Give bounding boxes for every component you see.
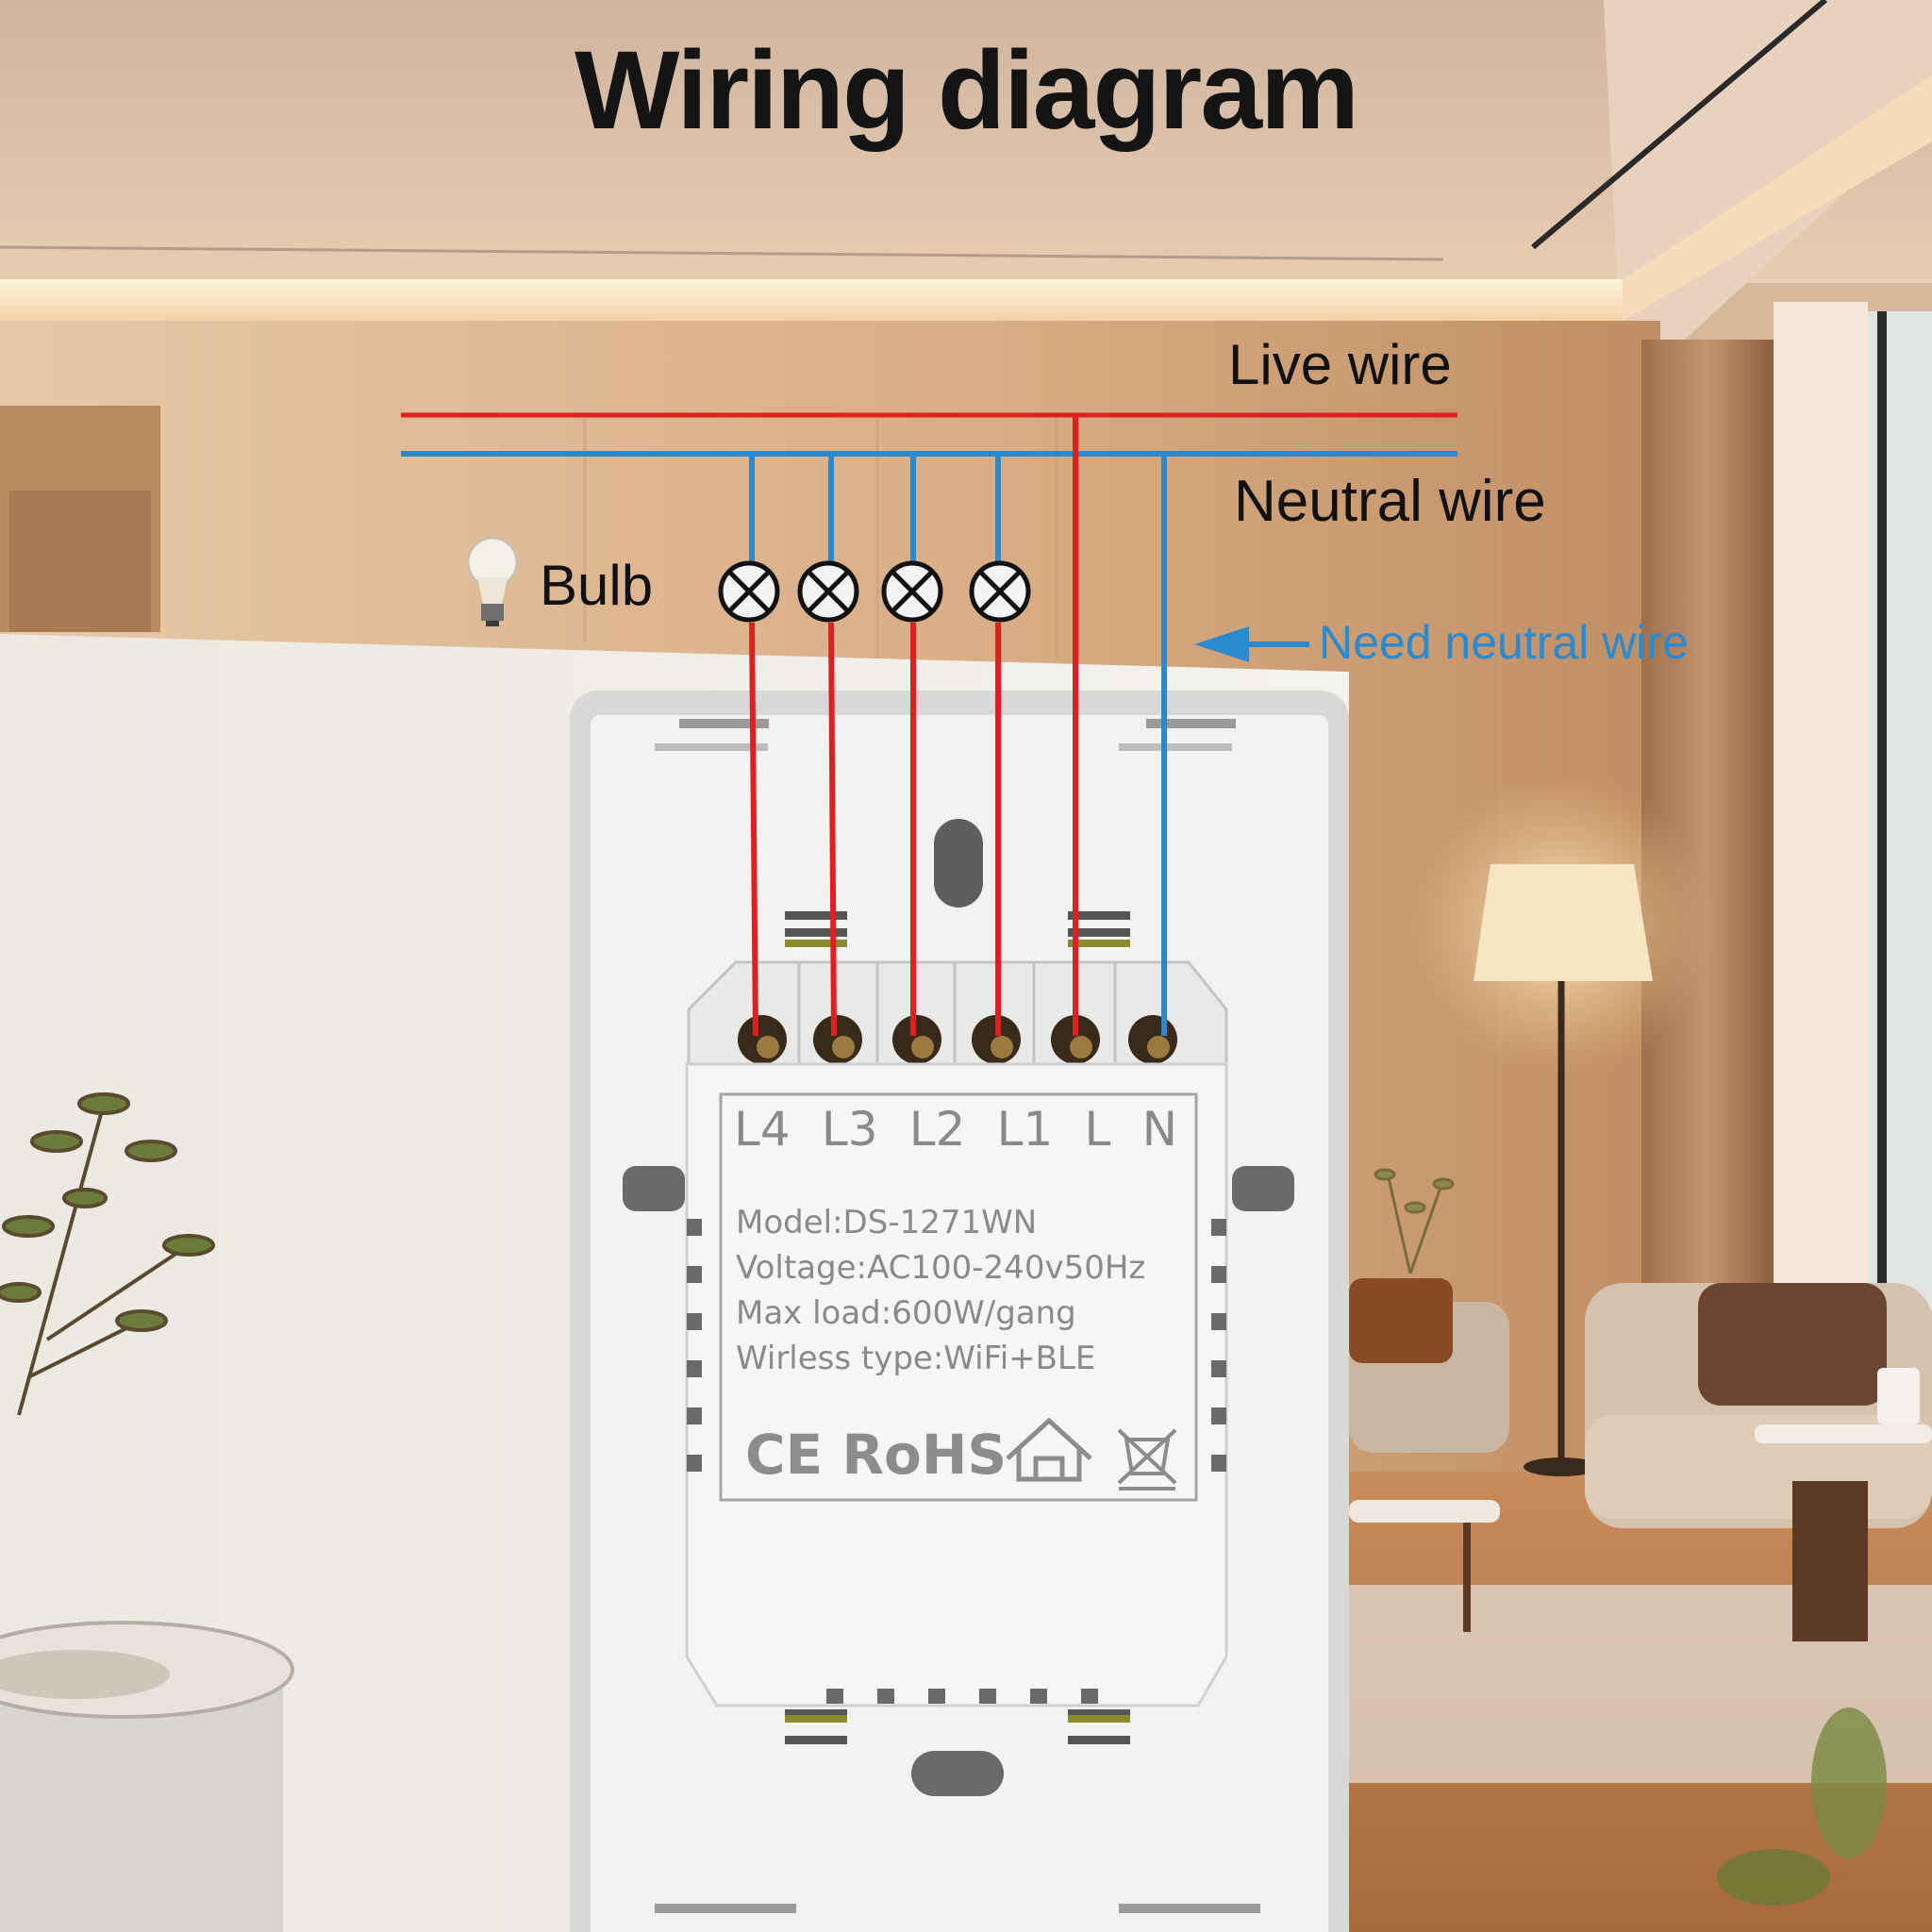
lamp-symbol bbox=[797, 560, 859, 623]
wire-l4 bbox=[749, 622, 758, 1037]
terminal-label: L bbox=[1084, 1102, 1111, 1157]
voltage-spec: Voltage:AC100-240v50Hz bbox=[736, 1249, 1146, 1287]
wireless-spec: Wirless type:WiFi+BLE bbox=[736, 1340, 1096, 1377]
terminal-label: L4 bbox=[734, 1102, 791, 1157]
bulb-icon bbox=[466, 536, 519, 626]
terminal-label: L2 bbox=[908, 1102, 966, 1157]
certification-marks: CE RoHS bbox=[745, 1423, 1008, 1487]
max-load-spec: Max load:600W/gang bbox=[736, 1294, 1076, 1332]
weee-bin-icon bbox=[1117, 1428, 1177, 1491]
terminal-label: N bbox=[1141, 1102, 1177, 1157]
terminal-labels: L4 L3 L2 L1 L N bbox=[734, 1102, 1177, 1157]
need-neutral-label: Need neutral wire bbox=[1319, 616, 1689, 669]
bulb-label: Bulb bbox=[540, 554, 654, 617]
terminal-label: L3 bbox=[821, 1102, 878, 1157]
model-spec: Model:DS-1271WN bbox=[736, 1204, 1038, 1241]
house-icon bbox=[1006, 1417, 1092, 1482]
lamp-symbol bbox=[718, 560, 780, 623]
live-wire-label: Live wire bbox=[1228, 333, 1452, 396]
lamp-symbol bbox=[881, 560, 943, 623]
arrow-left-icon bbox=[1194, 626, 1309, 662]
page-title: Wiring diagram bbox=[575, 28, 1359, 153]
terminal-label: L1 bbox=[996, 1102, 1054, 1157]
wire-l3 bbox=[828, 622, 837, 1037]
lamp-symbol bbox=[969, 560, 1031, 623]
neutral-wire-label: Neutral wire bbox=[1234, 469, 1546, 534]
